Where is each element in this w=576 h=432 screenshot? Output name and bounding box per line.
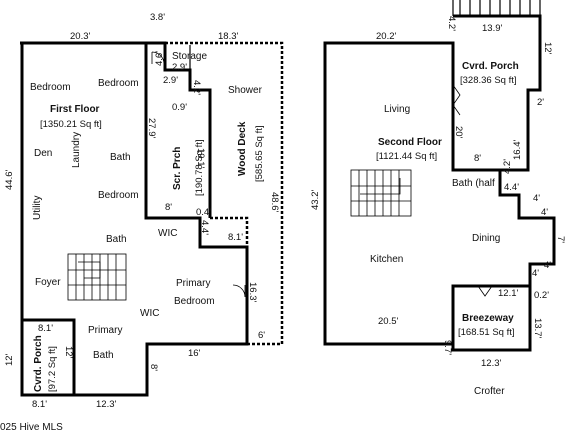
dim-8-1a: 8.1' (228, 232, 243, 243)
dim2-12a: 12' (542, 42, 553, 55)
dim-0-9: 0.9' (172, 102, 187, 113)
dim-8: 8' (165, 202, 172, 213)
room-den: Den (34, 148, 52, 159)
dim2-2: 2' (537, 97, 544, 108)
dim-16-3: 16.3' (247, 282, 258, 302)
watermark: 025 Hive MLS (0, 422, 63, 432)
dim2-4d: 4' (532, 268, 539, 279)
dim-2-9a: 2.9' (172, 62, 187, 73)
screen-porch-area: [190.78 Sq ft] (194, 139, 205, 196)
room-bedroom-c: Bedroom (98, 190, 139, 201)
door-deck (232, 284, 246, 298)
first-floor-area: [1350.21 Sq ft] (40, 119, 102, 130)
room-bath-c: Bath (93, 350, 114, 361)
dim2-7: 7' (555, 236, 566, 243)
dim2-9-7: 9.7' (442, 340, 453, 355)
wood-deck-outline (165, 41, 284, 346)
breezeway-label: Breezeway (462, 313, 514, 324)
dim2-4b: 4' (541, 207, 548, 218)
dim-12a: 12' (4, 353, 15, 366)
wood-deck-area: [585.65 Sq ft] (254, 125, 265, 182)
dim2-0-2: 0.2' (534, 290, 549, 301)
covered-porch-1-label: Cvrd. Porch (33, 335, 44, 392)
dim-18-3: 18.3' (218, 31, 238, 42)
dim-4-4: 4.4' (199, 220, 210, 235)
room-wic-a: WIC (158, 228, 177, 239)
covered-porch-2-label: Cvrd. Porch (462, 61, 519, 72)
second-floor-stairs (350, 169, 412, 217)
second-floor-area: [1121.44 Sq ft] (376, 151, 437, 162)
dim2-12-3: 12.3' (481, 358, 501, 369)
dim-4-6: 4.6' (154, 51, 165, 66)
dim2-20-2: 20.2' (376, 31, 396, 42)
room-bedroom-b: Bedroom (98, 78, 139, 89)
door-storage (151, 51, 165, 65)
dim-16: 16' (188, 348, 201, 359)
room-bath-a: Bath (110, 152, 131, 163)
dim-44-6: 44.6' (4, 170, 15, 190)
room-shower: Shower (228, 85, 263, 96)
dim-0-4: 0.4' (196, 207, 211, 218)
dim-48-6: 48.6' (269, 192, 280, 212)
room-storage: Storage (172, 51, 207, 62)
dim-8-1b: 8.1' (38, 323, 53, 334)
screen-porch-label: Scr. Prch (172, 147, 183, 190)
second-floor-title: Second Floor (378, 137, 442, 148)
dim-4-2: 4.2' (191, 80, 202, 95)
dim2-16-4: 16.4' (512, 140, 523, 160)
dim2-4-2b: 4.2' (502, 159, 513, 174)
dim2-20: 20' (453, 126, 464, 139)
covered-porch-2-walls (453, 14, 542, 172)
wood-deck-label: Wood Deck (237, 121, 248, 176)
dim-8b: 8' (148, 364, 159, 371)
second-floor-caption: Crofter (474, 386, 505, 397)
first-floor-porch-walls (20, 318, 76, 397)
dim-19-1: 19.1' (195, 148, 206, 168)
covered-porch-1-area: [97.2 Sq ft] (47, 346, 58, 392)
dim2-13-9: 13.9' (482, 23, 502, 34)
breezeway-door (477, 285, 493, 297)
dim2-4-4: 4.4' (504, 182, 519, 193)
room-primary-a: Primary (88, 325, 122, 336)
dim-6: 6' (258, 330, 265, 341)
deck-railing (452, 0, 541, 16)
room-utility: Utility (32, 196, 43, 220)
room-foyer: Foyer (35, 277, 61, 288)
dim-2-9b: 2.9' (163, 75, 178, 86)
room-wic-b: WIC (140, 308, 159, 319)
dim-3-8: 3.8' (150, 12, 165, 23)
dim2-4a: 4' (533, 193, 540, 204)
room-dining: Dining (472, 233, 500, 244)
dim2-43-2: 43.2' (310, 190, 321, 210)
dim-20-3: 20.3' (70, 31, 90, 42)
room-kitchen: Kitchen (370, 254, 403, 265)
first-floor-stairs (67, 253, 127, 301)
dim2-20-5: 20.5' (378, 316, 398, 327)
breezeway-area: [168.51 Sq ft] (458, 327, 515, 338)
covered-porch-2-area: [328.36 Sq ft] (460, 75, 517, 86)
dim2-12-1: 12.1' (498, 288, 518, 299)
dim-12b: 12' (63, 346, 74, 359)
dim-12-3: 12.3' (96, 399, 116, 410)
dim2-4c: 4' (544, 260, 551, 271)
dim-8-1c: 8.1' (32, 399, 47, 410)
dim2-13-7: 13.7' (532, 318, 543, 338)
room-bedroom-a: Bedroom (30, 82, 71, 93)
room-bath-half: Bath (half (452, 178, 495, 189)
room-primary-bedroom: Bedroom (174, 296, 215, 307)
room-laundry: Laundry (71, 132, 82, 168)
first-floor-title: First Floor (50, 104, 100, 115)
room-living: Living (384, 104, 410, 115)
room-bath-b: Bath (106, 234, 127, 245)
first-floor-plan: Bedroom Bedroom First Floor [1350.21 Sq … (4, 12, 284, 410)
folding-door (452, 84, 461, 116)
second-floor-plan: Living Second Floor [1121.44 Sq ft] Bath… (310, 0, 566, 397)
breezeway-walls (451, 284, 532, 352)
room-primary-b: Primary (176, 278, 210, 289)
dim-27-9: 27.9' (146, 118, 157, 138)
dim2-8: 8' (474, 153, 481, 164)
dim2-4-2a: 4.2' (446, 16, 457, 31)
